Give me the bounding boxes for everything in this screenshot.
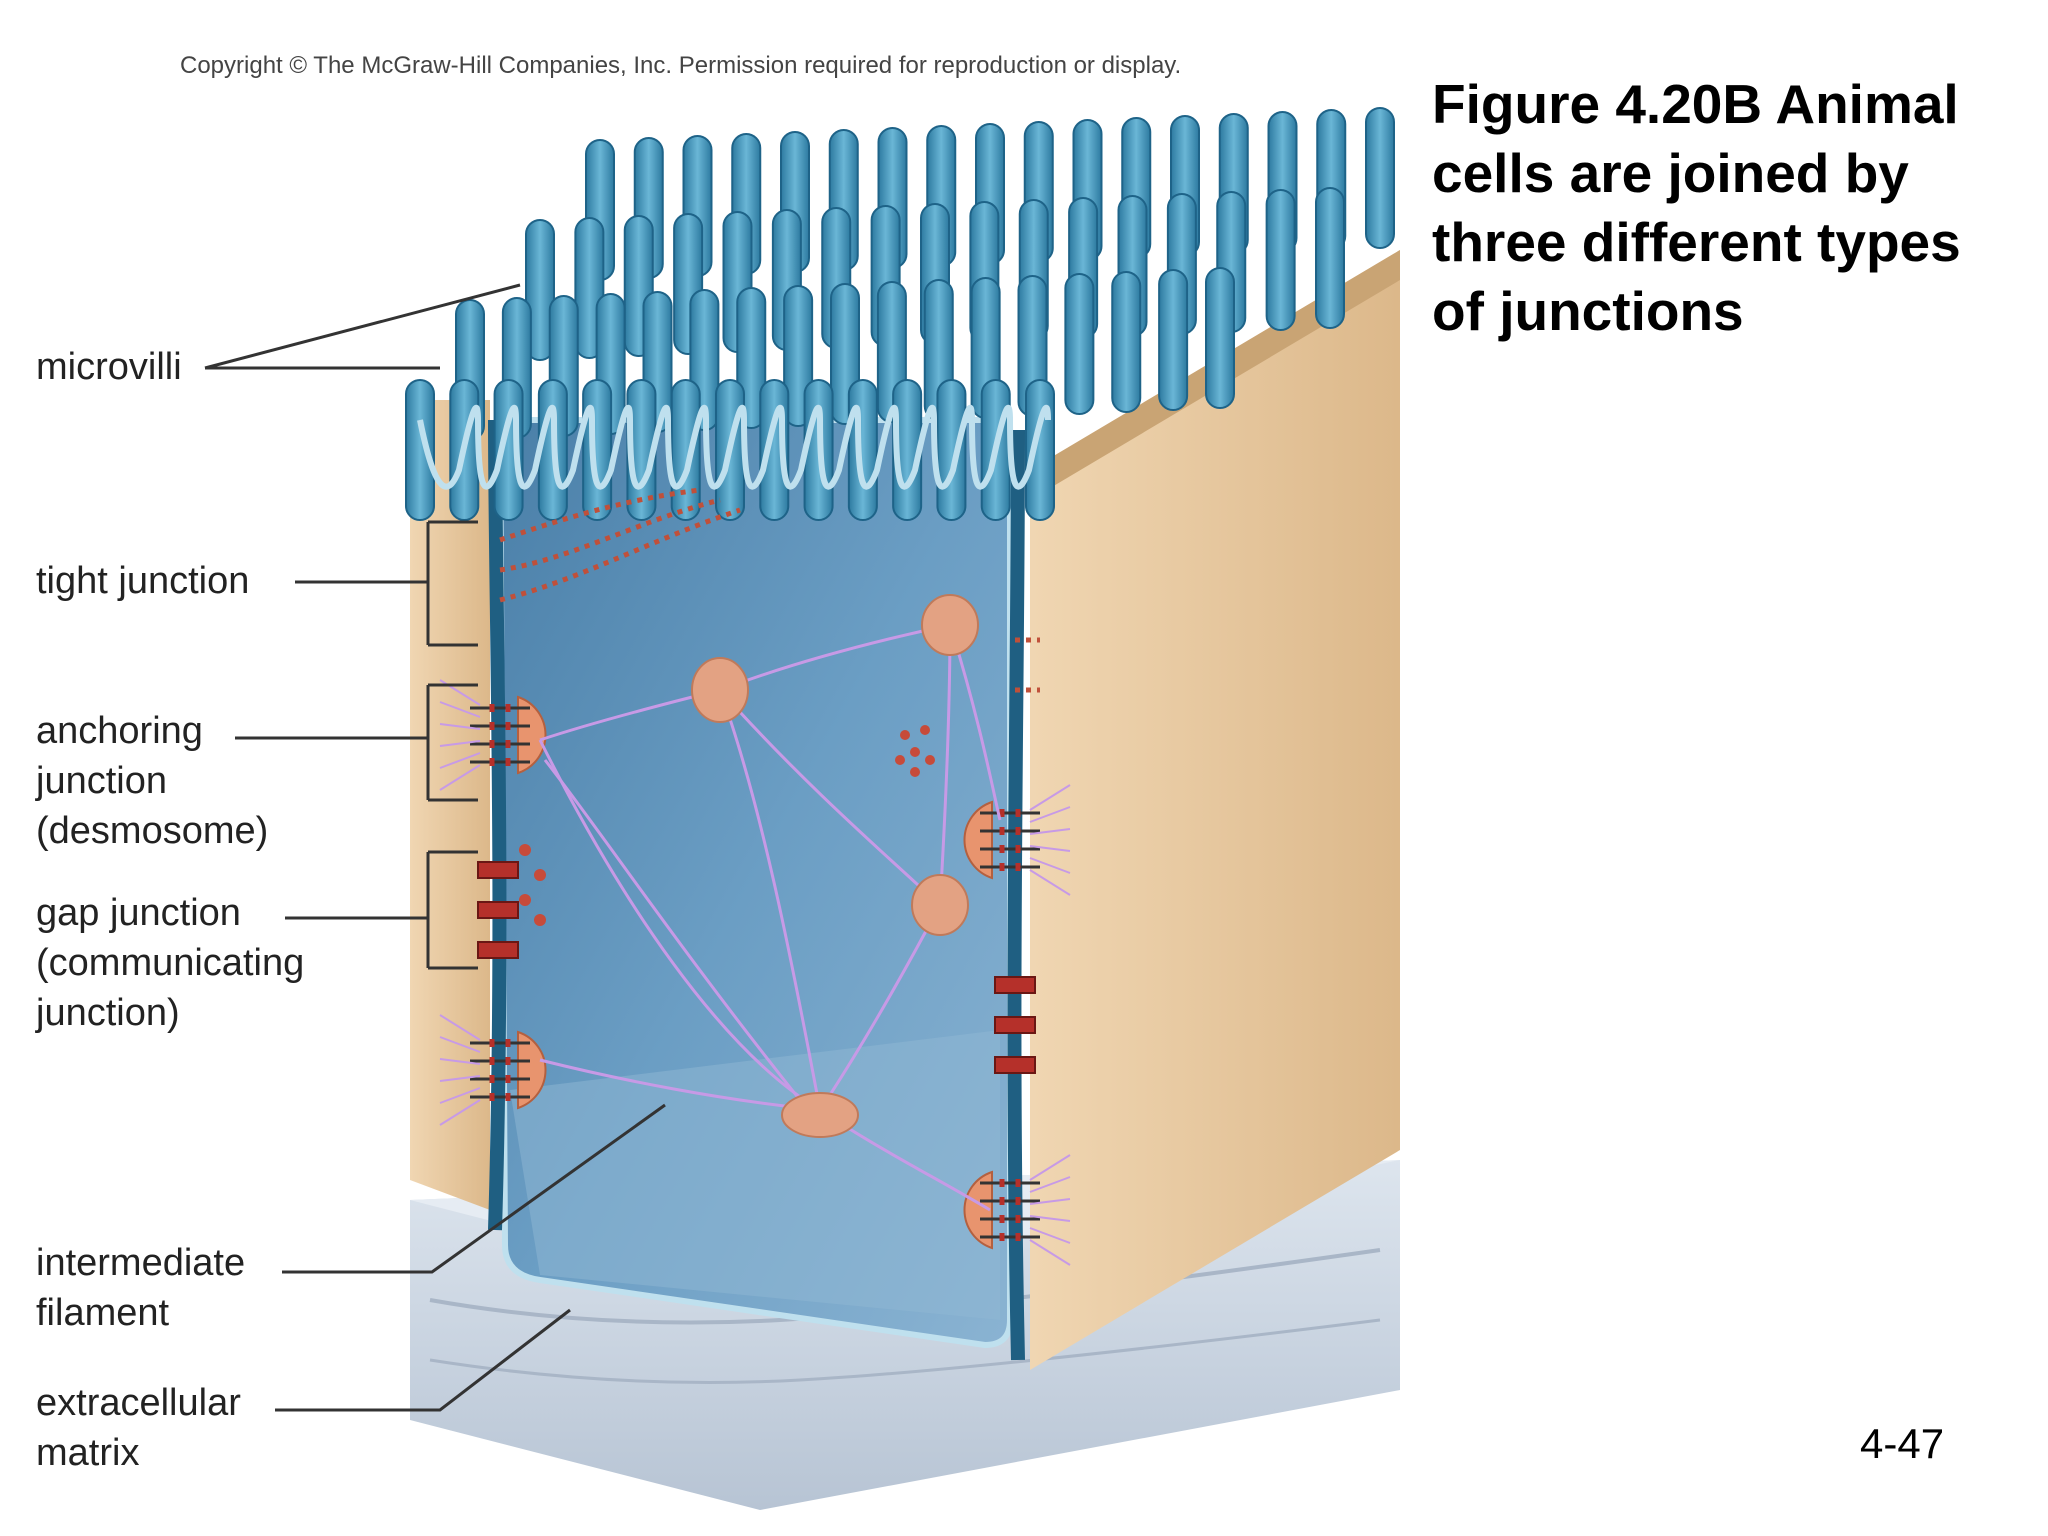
label-extracellular-matrix: extracellular matrix bbox=[36, 1382, 241, 1474]
microvillus bbox=[1265, 189, 1296, 331]
microvillus bbox=[1025, 379, 1055, 521]
filament-plaques bbox=[691, 594, 979, 1138]
desmosome bbox=[963, 1154, 1071, 1266]
desmosome bbox=[439, 1014, 547, 1126]
gap-junction-channel-group bbox=[477, 861, 519, 959]
label-gap-junction: gap junction (communicating junction) bbox=[36, 892, 305, 1034]
microvillus bbox=[525, 219, 555, 361]
microvillus bbox=[936, 379, 967, 521]
page-number: 4-47 bbox=[1860, 1420, 1945, 1467]
microvillus bbox=[1315, 187, 1345, 329]
microvillus bbox=[1158, 269, 1189, 411]
microvillus bbox=[1365, 107, 1395, 249]
microvillus bbox=[670, 379, 701, 521]
copyright-notice: Copyright © The McGraw-Hill Companies, I… bbox=[180, 52, 1182, 79]
label-anchoring-junction: anchoring junction (desmosome) bbox=[36, 710, 269, 852]
left-neighbor-cell bbox=[410, 400, 490, 1210]
microvillus bbox=[1111, 271, 1142, 413]
label-leader-lines bbox=[204, 283, 666, 1412]
label-intermediate-filament: intermediate filament bbox=[36, 1242, 246, 1334]
tight-junction-strands bbox=[499, 487, 1040, 693]
central-cell bbox=[496, 417, 1013, 1349]
desmosome bbox=[963, 784, 1071, 896]
figure-title: Figure 4.20B Animal cells are joined by … bbox=[1432, 73, 1961, 342]
label-tight-junction: tight junction bbox=[36, 560, 250, 602]
gap-junctions bbox=[477, 861, 1036, 1074]
gap-junction-channel-group bbox=[994, 976, 1036, 1074]
microvillus bbox=[405, 379, 435, 521]
microvillus bbox=[847, 379, 878, 521]
microvillus bbox=[1205, 267, 1235, 409]
label-microvilli: microvilli bbox=[36, 346, 182, 388]
gap-junction-vesicles bbox=[519, 725, 935, 926]
microvillus bbox=[582, 379, 613, 521]
microvilli-brush-border bbox=[405, 107, 1395, 521]
microvillus bbox=[1064, 273, 1095, 415]
